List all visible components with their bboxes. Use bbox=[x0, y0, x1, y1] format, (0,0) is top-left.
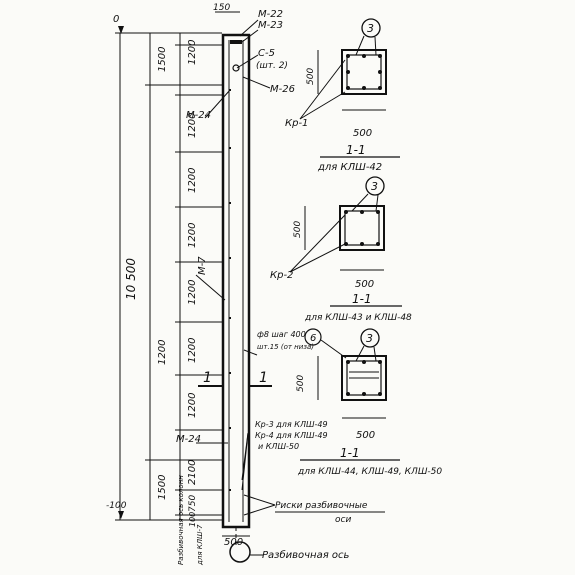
section-height: 500 bbox=[296, 375, 306, 392]
section-item-bubble bbox=[360, 328, 380, 348]
section-item: 3 bbox=[367, 22, 374, 35]
kr4-note: Кр-4 для КЛШ-49 bbox=[255, 431, 328, 440]
section-item: 3 bbox=[366, 332, 373, 345]
axis-mark-label-2: оси bbox=[335, 515, 351, 525]
callout-m22: М-22 bbox=[258, 9, 283, 20]
callout-c5-qty: (шт. 2) bbox=[256, 61, 288, 71]
section-detail: 3 500 500 Кр-2 1-1 для КЛШ-43 и КЛШ-48 bbox=[270, 176, 412, 323]
section-item: 3 bbox=[371, 180, 378, 193]
top-plate bbox=[230, 40, 242, 44]
rebar-note-2: шт.15 (от низа) bbox=[257, 343, 314, 351]
column-side-label: Разбивочная ось колонн bbox=[177, 475, 185, 565]
section-cage-label: Кр-2 bbox=[270, 270, 293, 281]
callout-m23: М-23 bbox=[258, 20, 283, 31]
axis-bubble bbox=[229, 541, 251, 563]
dim-spacing: 1200 bbox=[187, 113, 198, 138]
kr3-note: Кр-3 для КЛШ-49 bbox=[255, 420, 328, 429]
callout-c5: С-5 bbox=[258, 48, 275, 59]
top-width: 150 bbox=[213, 3, 230, 13]
axis-label: Разбивочная ось bbox=[262, 549, 350, 561]
dim-spacing: 1200 bbox=[187, 338, 198, 363]
section-outline bbox=[341, 49, 387, 95]
level-top: 0 bbox=[113, 14, 119, 25]
section-detail: 3 500 500 Кр-1 1-1 для КЛШ-42 bbox=[285, 18, 400, 173]
section-cage bbox=[346, 54, 382, 90]
rebar-item: 6 bbox=[310, 333, 316, 344]
total-height: 10 500 bbox=[124, 258, 138, 300]
dim-spacing: 1200 bbox=[157, 340, 168, 365]
dim-spacing: 1200 bbox=[187, 280, 198, 305]
callout-m24-top: М-24 bbox=[186, 110, 211, 121]
section-bars bbox=[346, 360, 382, 396]
column-side-label-2: для КЛШ-7 bbox=[196, 524, 204, 566]
rebar-item-bubble bbox=[304, 328, 322, 346]
callout-m24-bottom: М-24 bbox=[176, 434, 201, 445]
level-marker-bottom bbox=[118, 511, 124, 519]
section-height: 500 bbox=[293, 221, 303, 238]
section-width: 500 bbox=[353, 128, 372, 139]
lifting-hole bbox=[232, 64, 240, 72]
section-bars bbox=[344, 210, 380, 246]
section-item-bubble bbox=[365, 176, 385, 196]
dim-spacing: 1200 bbox=[187, 223, 198, 248]
section-detail: 3 500 500 1-1 для КЛШ-44, КЛШ-49, КЛШ-50 bbox=[296, 328, 442, 477]
dim-spacing: 1200 bbox=[187, 168, 198, 193]
section-caption: для КЛШ-44, КЛШ-49, КЛШ-50 bbox=[297, 467, 442, 477]
section-width: 500 bbox=[356, 430, 375, 441]
section-cage-label: Кр-1 bbox=[285, 118, 308, 129]
level-marker-top bbox=[118, 26, 124, 34]
dim-lower-1: 1500 bbox=[157, 475, 168, 500]
section-item-bubble bbox=[361, 18, 381, 38]
section-title: 1-1 bbox=[346, 143, 366, 157]
section-bars bbox=[346, 54, 382, 90]
dim-upper-1: 1500 bbox=[157, 47, 168, 72]
section-mark-right: 1 bbox=[259, 370, 268, 386]
rebar-note-1: ф8 шаг 400 bbox=[257, 330, 306, 339]
section-title: 1-1 bbox=[352, 292, 372, 306]
dim-lower-4: 100 bbox=[188, 512, 197, 527]
callout-m7: М-7 bbox=[197, 256, 208, 275]
dim-lower-3: 750 bbox=[188, 495, 198, 512]
section-outline bbox=[339, 205, 385, 251]
dim-lower-2: 2100 bbox=[187, 460, 198, 485]
section-title: 1-1 bbox=[340, 446, 360, 460]
section-caption: для КЛШ-42 bbox=[317, 162, 382, 173]
section-caption: для КЛШ-43 и КЛШ-48 bbox=[304, 313, 412, 323]
callout-m26: М-26 bbox=[270, 84, 295, 95]
embedded-parts bbox=[229, 89, 231, 491]
dimension-chain bbox=[115, 32, 222, 521]
section-width: 500 bbox=[355, 279, 374, 290]
column-elevation: 1 1 bbox=[198, 33, 272, 563]
bottom-width: 500 bbox=[224, 537, 243, 548]
kr4-note-b: и КЛШ-50 bbox=[258, 442, 299, 451]
dim-upper-2: 1200 bbox=[187, 40, 198, 65]
level-bottom: -100 bbox=[106, 501, 127, 511]
section-height: 500 bbox=[306, 68, 316, 85]
callout-leaders bbox=[195, 19, 276, 556]
section-outline bbox=[341, 355, 387, 401]
section-cage bbox=[344, 210, 380, 246]
section-mark-left: 1 bbox=[203, 370, 212, 386]
dim-spacing: 1200 bbox=[187, 393, 198, 418]
axis-mark-label: Риски разбивочные bbox=[275, 501, 368, 511]
